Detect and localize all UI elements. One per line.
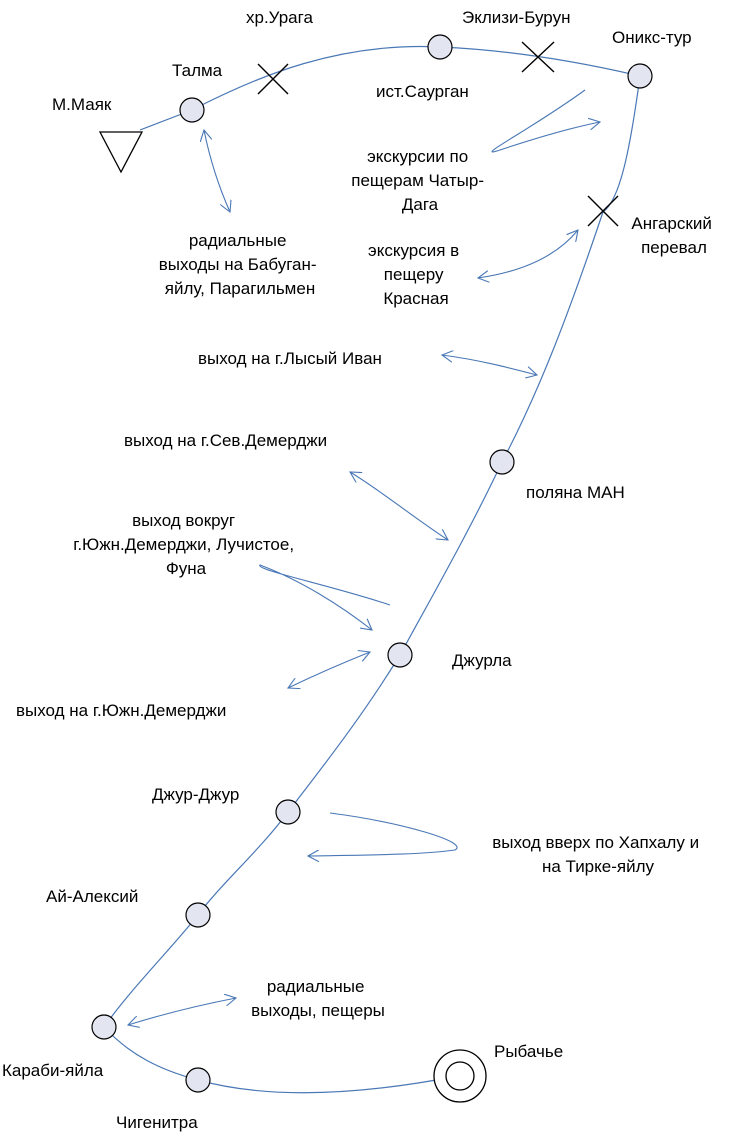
arrow-khapkhal: [308, 812, 458, 856]
stop-node-oniks: [627, 63, 653, 89]
stop-label-oniks: Оникс-тур: [612, 28, 692, 47]
excursion-label-peshchery: радиальные выходы, пещеры: [251, 977, 385, 1020]
excursion-label-yuzhdem: выход на г.Южн.Демерджи: [16, 701, 226, 720]
stop-label-dzhur: Джур-Джур: [152, 785, 239, 804]
stop-node-saurgan: [427, 34, 453, 60]
arrow-sevdem: [350, 472, 448, 540]
stop-label-dzhurla: Джурла: [452, 651, 512, 670]
route-line: [103, 45, 641, 1094]
stop-label-talma: Талма: [172, 61, 223, 80]
stop-node-karabi: [91, 1014, 117, 1040]
arrow-babugan: [204, 130, 230, 212]
excursion-label-sevdem: выход на г.Сев.Демерджи: [124, 431, 327, 450]
triangle-start-icon: [98, 131, 144, 174]
stop-node-talma: [179, 97, 205, 123]
stop-label-ayaleksiy: Ай-Алексий: [46, 887, 138, 906]
start-label: М.Маяк: [52, 95, 112, 114]
stop-label-chigenitra: Чигенитра: [116, 1113, 198, 1132]
arrow-vokrug: [259, 564, 391, 630]
excursion-label-krasnaya: экскурсия в пещеру Красная: [368, 241, 464, 308]
stop-node-chigenitra: [185, 1067, 211, 1093]
pass-label-uraga: хр.Урага: [246, 8, 313, 27]
pass-label-angarsky: Ангарский перевал: [631, 214, 716, 257]
pass-cross-icon-uraga: [257, 63, 289, 95]
excursion-label-babugan: радиальные выходы на Бабуган- яйлу, Пара…: [159, 231, 322, 298]
stop-label-polyana: поляна МАН: [526, 483, 625, 502]
stop-node-dzhur: [275, 799, 301, 825]
stop-label-saurgan: ист.Саурган: [376, 82, 469, 101]
stop-node-polyana: [489, 449, 515, 475]
double-circle-finish-icon: [433, 1049, 487, 1103]
stop-label-karabi: Караби-яйла: [2, 1061, 104, 1080]
finish-label: Рыбачье: [494, 1042, 563, 1061]
stop-node-dzhurla: [387, 642, 413, 668]
arrow-yuzhdem: [288, 652, 370, 688]
arrow-lysy: [442, 355, 537, 375]
excursion-label-khapkhal: выход вверх по Хапхалу и на Тирке-яйлу: [492, 833, 704, 876]
stop-node-ayaleksiy: [185, 902, 211, 928]
arrow-krasnaya: [478, 230, 578, 278]
excursion-label-vokrug: выход вокруг г.Южн.Демерджи, Лучистое, Ф…: [73, 511, 299, 578]
pass-label-eklizi: Эклизи-Бурун: [462, 8, 570, 27]
excursion-label-chatyrdag: экскурсии по пещерам Чатыр- Дага: [351, 147, 489, 214]
arrow-peshchery: [128, 998, 236, 1025]
pass-cross-icon-eklizi: [521, 41, 555, 73]
excursion-label-lysy: выход на г.Лысый Иван: [198, 349, 382, 368]
pass-cross-icon-angarsky: [587, 195, 619, 227]
arrow-chatyrdag: [491, 89, 600, 153]
